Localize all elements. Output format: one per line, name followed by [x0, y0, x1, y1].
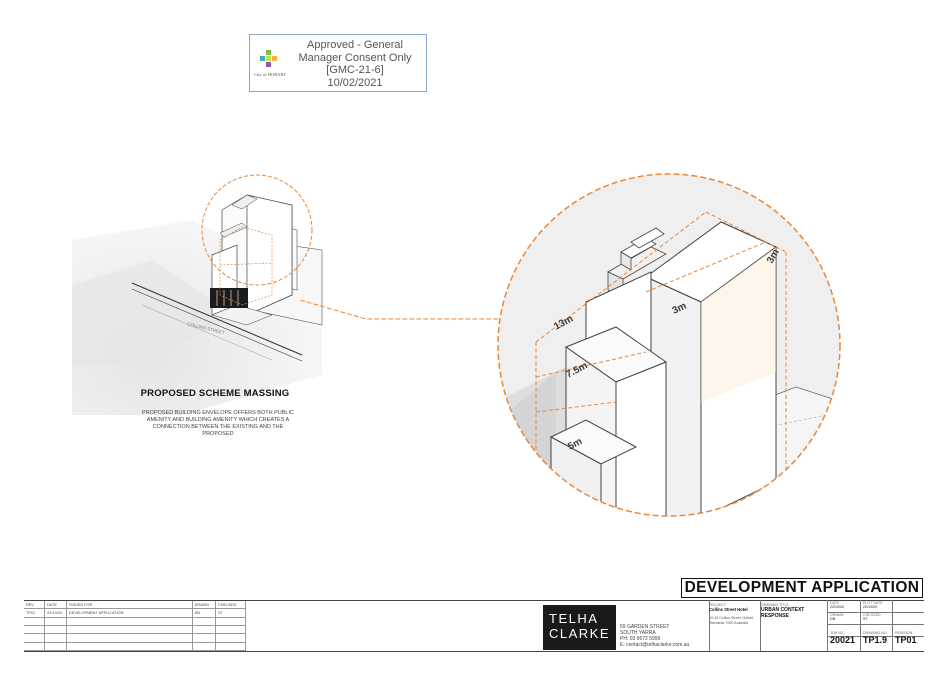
massing-drawing: COLLINS STREET	[72, 174, 323, 415]
plot-date-value: 22/10/20	[863, 605, 877, 609]
address-line: SOUTH YARRA	[620, 630, 656, 636]
table-header-row: REV DATE ISSUED FOR DRAWN CHECKED	[24, 601, 247, 610]
stamp-text: Approved - General Manager Consent Only …	[286, 39, 424, 89]
firm-name-line: TELHA	[549, 611, 599, 626]
drawing-title-line: RESPONSE	[761, 613, 789, 619]
date-cell: DATE 22/10/20	[830, 601, 859, 609]
drawn-label: DRAWN	[830, 613, 844, 617]
revision-table: REV DATE ISSUED FOR DRAWN CHECKED TP01 2…	[24, 601, 247, 652]
massing-description: PROPOSED BUILDING ENVELOPE OFFERS BOTH P…	[142, 410, 294, 437]
project-cell: PROJECT Collins Street Hotel	[709, 603, 759, 612]
address-line: E: contact@telhaclarke.com.au	[620, 642, 690, 648]
drawing-no-cell: DRAWING NO. TP1.9	[863, 631, 891, 645]
divider	[860, 600, 861, 651]
firm-name-line: CLARKE	[549, 626, 611, 641]
table-cell: 22/10/20	[44, 608, 68, 618]
divider	[892, 600, 893, 651]
table-cell: DEVELOPMENT APPLICATION	[66, 608, 193, 618]
date-label: DATE	[830, 601, 840, 605]
checked-label: CHECKED	[863, 613, 881, 617]
date-value: 22/10/20	[830, 605, 844, 609]
table-row: TP01 22/10/20 DEVELOPMENT APPLICATION DB…	[24, 608, 247, 618]
table-cell: TP01	[24, 608, 46, 618]
drawing-title-label: DRAWING TITLE	[761, 603, 789, 607]
revision-value: TP01	[895, 635, 917, 645]
drawn-cell: DRAWN DB	[830, 613, 859, 621]
project-name: Collins Street Hotel	[709, 607, 748, 612]
table-header: CHECKED	[215, 601, 247, 610]
job-cell: JOB NO. 20021	[830, 631, 859, 645]
firm-address: 59 GARDEN STREET SOUTH YARRA PH: 03 9672…	[620, 624, 710, 648]
job-label: JOB NO.	[830, 631, 845, 635]
checked-cell: CHECKED ST	[863, 613, 891, 621]
title-block-bottom-rule	[24, 651, 924, 652]
checked-value: ST	[863, 617, 868, 621]
project-address-line: 19-45 Collins Street, Hobart	[709, 616, 754, 620]
massing-title: PROPOSED SCHEME MASSING	[140, 388, 290, 399]
divider	[827, 600, 828, 651]
divider	[827, 612, 924, 613]
divider	[827, 636, 924, 637]
revision-cell: REVISION TP01	[895, 631, 923, 645]
table-cell: DB	[192, 608, 216, 618]
plot-date-cell: PLOT DATE 22/10/20	[863, 601, 891, 609]
city-of-hobart-logo-icon	[260, 50, 277, 67]
table-row	[24, 625, 247, 635]
development-application-heading: DEVELOPMENT APPLICATION	[681, 578, 923, 598]
firm-logo: TELHA CLARKE	[543, 605, 616, 650]
table-cell: ST	[215, 608, 247, 618]
stamp-line: Approved - General	[307, 39, 403, 51]
drawing-no-value: TP1.9	[863, 635, 888, 645]
drawn-value: DB	[830, 617, 835, 621]
job-value: 20021	[830, 635, 856, 645]
title-block-top-rule	[24, 600, 924, 601]
zoom-detail: 13m 3m 3m 7.5m 5m	[497, 173, 841, 517]
divider	[827, 624, 924, 625]
stamp-line: [GMC-21-6]	[326, 64, 384, 76]
table-header: REV	[24, 601, 46, 610]
drawing-no-label: DRAWING NO.	[863, 631, 888, 635]
drawing-title-cell: DRAWING TITLE URBAN CONTEXT RESPONSE	[761, 603, 825, 619]
project-address-line: Tasmania 7000 Australia	[709, 620, 749, 625]
table-header: ISSUED FOR	[66, 601, 193, 610]
table-row	[24, 617, 247, 626]
table-header: DATE	[44, 601, 68, 610]
drawing-title-line: URBAN CONTEXT	[761, 607, 805, 613]
approval-stamp: City of HOBART Approved - General Manage…	[249, 34, 427, 92]
divider	[709, 600, 710, 651]
connector-line	[300, 300, 500, 320]
project-label: PROJECT	[709, 603, 726, 607]
plot-date-label: PLOT DATE	[863, 601, 883, 605]
divider	[760, 600, 761, 651]
table-header: DRAWN	[192, 601, 216, 610]
address-line: 59 GARDEN STREET	[620, 624, 670, 630]
logo-text: City of HOBART	[254, 72, 286, 77]
revision-label: REVISION	[895, 631, 913, 635]
stamp-line: 10/02/2021	[327, 76, 383, 89]
table-row	[24, 642, 247, 652]
table-row	[24, 633, 247, 643]
address-line: PH: 03 9672 5999	[620, 636, 661, 642]
project-address: 19-45 Collins Street, Hobart Tasmania 70…	[709, 616, 761, 625]
stamp-line: Manager Consent Only	[298, 51, 412, 64]
